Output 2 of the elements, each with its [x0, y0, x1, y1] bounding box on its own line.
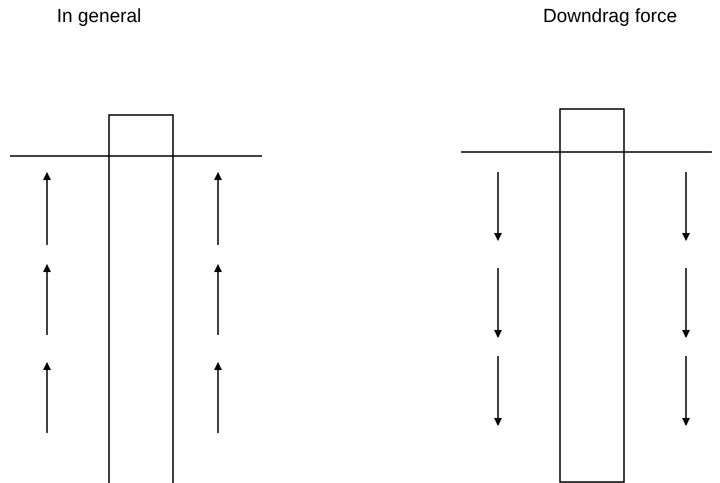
panel-title: Downdrag force [542, 6, 678, 28]
panel-title: In general [56, 6, 142, 28]
